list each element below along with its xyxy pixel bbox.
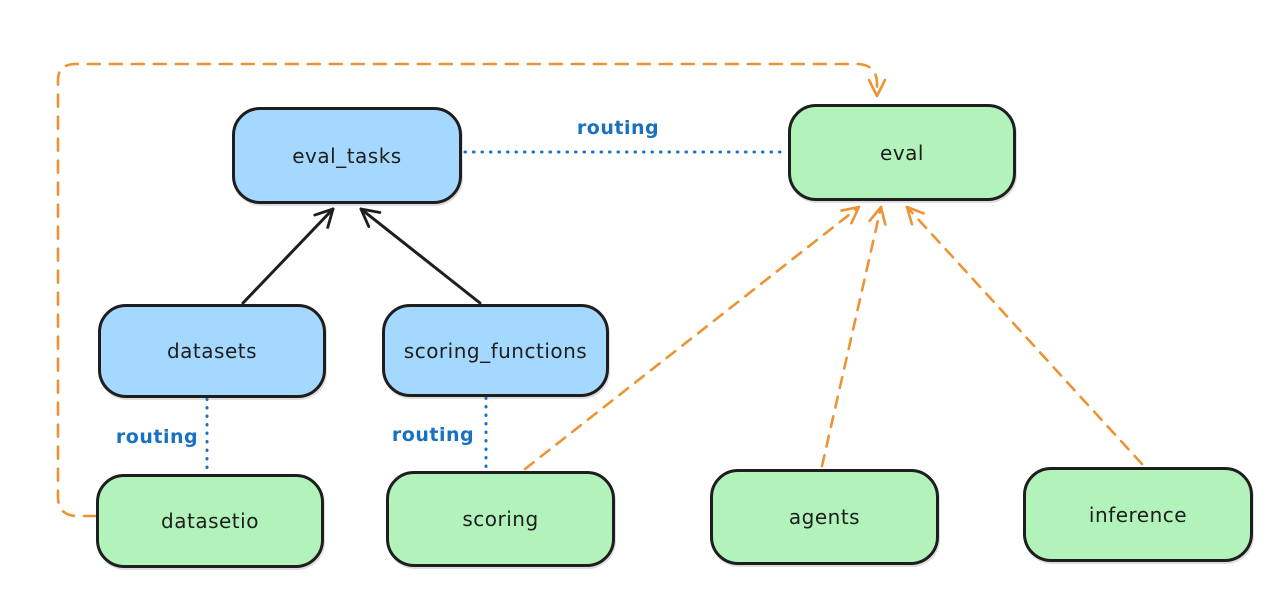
node-scoring-label: scoring — [462, 507, 539, 531]
node-datasetio-label: datasetio — [161, 509, 259, 533]
node-agents-label: agents — [788, 505, 861, 529]
edge-inference-to-eval — [905, 205, 1144, 466]
node-scoring: scoring — [386, 471, 615, 567]
edge-datasets-to-eval-tasks — [241, 207, 335, 305]
edge-agents-to-eval — [820, 205, 887, 468]
routing-label-scoring-functions-scoring: routing — [391, 424, 475, 446]
routing-label-eval-tasks-eval: routing — [576, 117, 660, 139]
node-scoring-functions: scoring_functions — [382, 304, 609, 397]
edge-scoring-to-eval — [523, 205, 861, 471]
node-datasets-label: datasets — [166, 339, 258, 363]
node-eval-tasks: eval_tasks — [232, 107, 462, 204]
node-agents: agents — [710, 469, 939, 565]
node-eval: eval — [788, 104, 1016, 201]
edge-scoring-functions-to-eval-tasks — [359, 207, 482, 305]
node-eval-tasks-label: eval_tasks — [292, 143, 402, 168]
edge-datasetio-to-eval — [56, 62, 887, 518]
routing-label-datasets-datasetio: routing — [115, 426, 199, 448]
node-inference: inference — [1023, 467, 1253, 562]
node-eval-label: eval — [880, 140, 924, 165]
node-datasets: datasets — [98, 304, 326, 398]
node-datasetio: datasetio — [96, 474, 324, 568]
node-inference-label: inference — [1088, 502, 1188, 527]
node-scoring-functions-label: scoring_functions — [403, 338, 588, 363]
